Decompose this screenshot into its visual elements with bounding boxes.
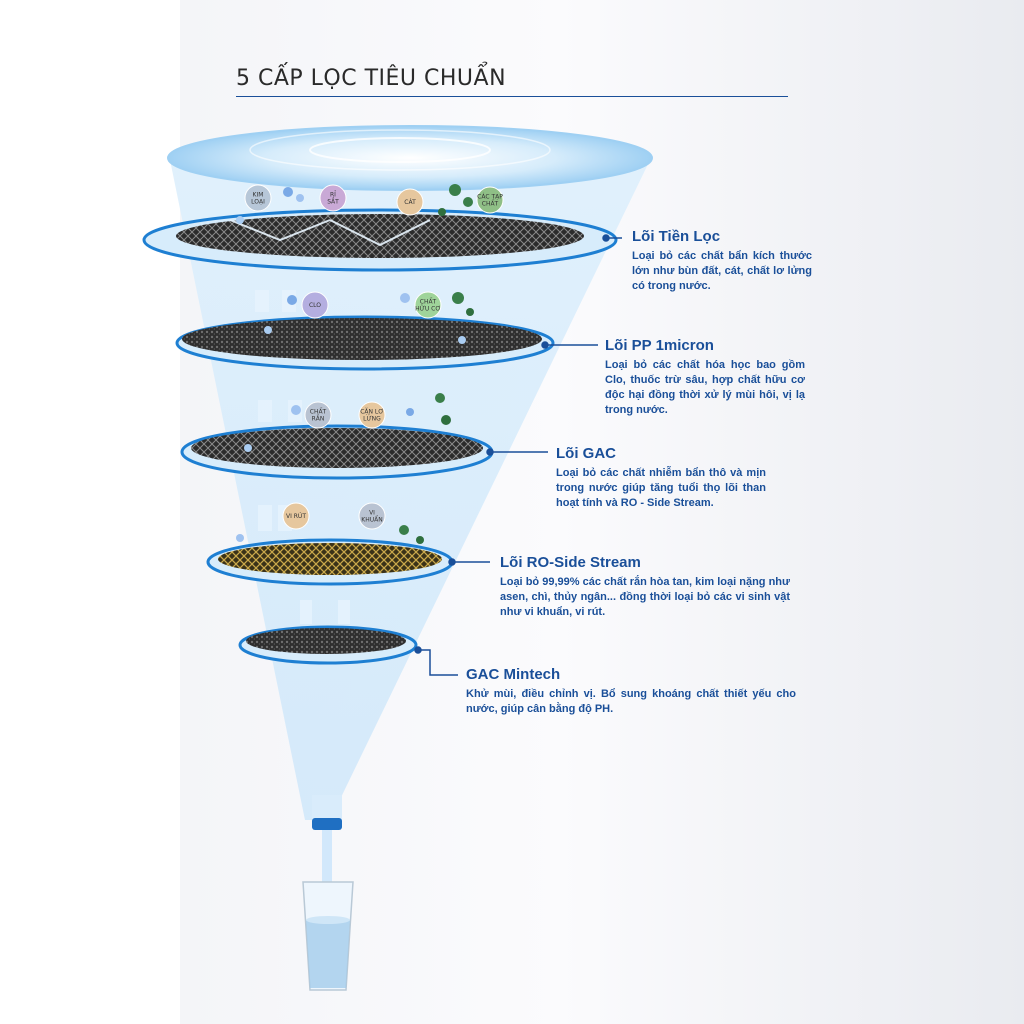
stage-4-label: Lõi RO-Side Stream Loại bỏ 99,99% các ch… [500,554,790,620]
particle-dot [458,336,466,344]
particle-dot [463,197,473,207]
particle-dot [399,525,409,535]
connector-lines [414,234,622,676]
stage-4-name: Lõi RO-Side Stream [500,554,641,571]
filter-disc-5 [238,625,418,665]
contaminant-label: KIM [253,192,264,199]
stage-5-description: Khử mùi, điều chỉnh vị. Bổ sung khoáng c… [466,688,796,715]
page-title: 5 CẤP LỌC TIÊU CHUẨN [236,66,507,91]
funnel-top-water [167,125,653,191]
particle-dot [435,393,445,403]
contaminant-label: RỈ [330,191,336,199]
stage-2-description: Loại bỏ các chất hóa học bao gồm Clo, th… [605,359,805,416]
water-glass-icon [302,881,354,991]
particle-dot [406,408,414,416]
contaminant-chip: CÁT [396,188,424,216]
stage-4-description: Loại bỏ 99,99% các chất rắn hòa tan, kim… [500,576,790,618]
stage-3-description: Loại bỏ các chất nhiễm bẩn thô và mịn tr… [556,467,766,509]
contaminant-label: SẮT [327,198,339,206]
filter-disc-1 [142,208,618,272]
particle-dot [236,216,244,224]
contaminant-label: LỬNG [363,415,381,423]
stage-5-label: GAC Mintech Khử mùi, điều chỉnh vị. Bổ s… [466,666,796,717]
contaminant-label: CHẤT [310,408,327,416]
contaminant-label: CẶN LƠ [360,409,384,416]
title-divider [236,96,788,97]
particle-dot [283,187,293,197]
particle-dot [291,405,301,415]
contaminant-label: RẮN [312,415,325,423]
contaminant-label: LOẠI [251,199,265,206]
contaminant-label: CHẤT [420,298,437,306]
contaminant-label: HỮU CƠ [415,306,441,313]
water-outlet [312,795,342,890]
contaminant-label: VI RÚT [286,513,306,520]
contaminant-label: CÁC TẠP [477,194,503,201]
particle-dot [466,308,474,316]
filter-disc-2 [175,315,555,371]
contaminant-label: CLO [309,302,321,309]
contaminant-label: CÁT [404,199,416,206]
particle-dot [441,415,451,425]
filter-disc-4 [206,538,454,586]
particle-dot [452,292,464,304]
particle-dot [264,326,272,334]
particle-dot [236,534,244,542]
stage-2-name: Lõi PP 1micron [605,337,714,354]
contaminant-chip: CLO [301,291,329,319]
stage-3-name: Lõi GAC [556,445,616,462]
particle-dot [296,194,304,202]
particle-dot [438,208,446,216]
contaminant-label: KHUẨN [361,516,382,524]
stage-2-label: Lõi PP 1micron Loại bỏ các chất hóa học … [605,337,805,418]
contaminant-label: VI [369,510,375,517]
stage-1-label: Lõi Tiền Lọc Loại bỏ các chất bẩn kích t… [632,228,812,294]
particle-dot [287,295,297,305]
filter-disc-3 [180,424,494,480]
stage-1-description: Loại bỏ các chất bẩn kích thước lớn như … [632,250,812,292]
stage-5-name: GAC Mintech [466,666,561,683]
particle-dot [244,444,252,452]
particle-dot [400,293,410,303]
contaminant-chip: VI RÚT [282,502,310,530]
particle-dot [416,536,424,544]
stage-1-name: Lõi Tiền Lọc [632,228,721,245]
particle-dot [449,184,461,196]
contaminant-label: CHẤT [482,200,499,208]
stage-3-label: Lõi GAC Loại bỏ các chất nhiễm bẩn thô v… [556,445,766,511]
